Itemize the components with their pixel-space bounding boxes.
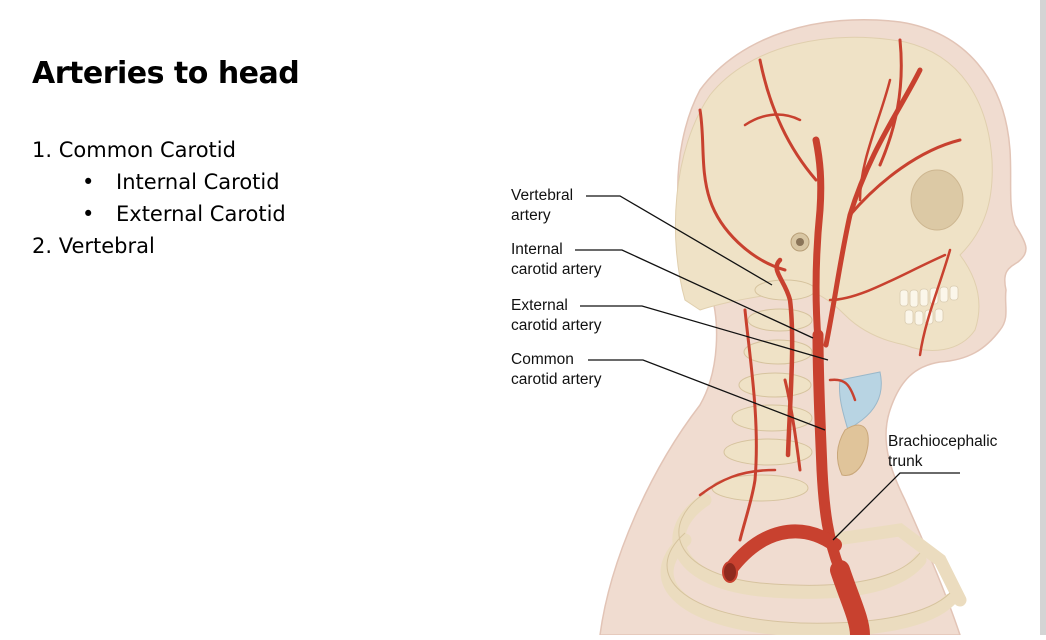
vertebral-leader-line bbox=[586, 195, 773, 286]
list-label: Vertebral bbox=[58, 234, 155, 258]
label-line: Internal bbox=[511, 241, 563, 258]
external-carotid-leader-line bbox=[580, 305, 829, 361]
list-item-common-carotid: 1. Common Carotid bbox=[32, 134, 286, 166]
label-brachiocephalic-trunk: Brachiocephalic trunk bbox=[888, 432, 997, 472]
label-vertebral-artery: Vertebral artery bbox=[511, 186, 573, 226]
list-number: 1. bbox=[32, 138, 53, 162]
label-line: External bbox=[511, 297, 568, 314]
ribs-and-clavicle bbox=[660, 493, 967, 637]
head-neck-arteries-drawing bbox=[575, 19, 1027, 640]
list-item-external-carotid: • External Carotid bbox=[32, 198, 286, 230]
list-label: External Carotid bbox=[116, 202, 286, 226]
label-line: carotid artery bbox=[511, 261, 602, 278]
rib-outlines bbox=[666, 492, 951, 624]
bullet-icon: • bbox=[82, 170, 95, 194]
label-line: carotid artery bbox=[511, 371, 602, 388]
list-item-vertebral: 2. Vertebral bbox=[32, 230, 286, 262]
slide-title: Arteries to head bbox=[32, 56, 300, 91]
anatomy-illustration: Vertebral artery Internal carotid artery… bbox=[500, 0, 1040, 640]
list-item-internal-carotid: • Internal Carotid bbox=[32, 166, 286, 198]
bullet-icon: • bbox=[82, 202, 95, 226]
label-internal-carotid-artery: Internal carotid artery bbox=[511, 240, 601, 280]
list-label: Common Carotid bbox=[58, 138, 236, 162]
eye-orbit bbox=[910, 169, 964, 231]
slide-edge-border bbox=[1040, 0, 1046, 635]
arteries bbox=[698, 38, 962, 640]
label-line: Common bbox=[511, 351, 574, 368]
label-line: Brachiocephalic bbox=[888, 433, 998, 450]
label-line: artery bbox=[511, 207, 551, 224]
common-carotid-leader-line bbox=[588, 359, 826, 431]
label-common-carotid-artery: Common carotid artery bbox=[511, 350, 601, 390]
label-line: carotid artery bbox=[511, 317, 602, 334]
label-external-carotid-artery: External carotid artery bbox=[511, 296, 601, 336]
brachiocephalic-leader-line bbox=[832, 472, 960, 541]
artery-list: 1. Common Carotid • Internal Carotid • E… bbox=[32, 134, 286, 262]
aorta-opening bbox=[722, 561, 738, 583]
leader-lines bbox=[575, 195, 960, 541]
label-line: Vertebral bbox=[511, 187, 574, 204]
thyroid-gland bbox=[837, 424, 869, 476]
internal-carotid-leader-line bbox=[575, 249, 814, 339]
label-line: trunk bbox=[888, 453, 923, 470]
list-label: Internal Carotid bbox=[116, 170, 280, 194]
skull bbox=[674, 36, 993, 351]
list-number: 2. bbox=[32, 234, 53, 258]
